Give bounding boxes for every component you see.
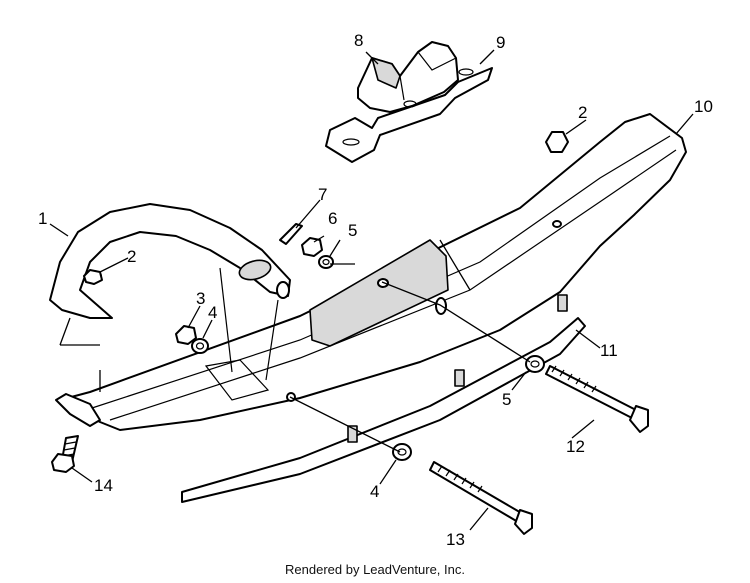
stud [454, 369, 465, 387]
plate-slot [458, 68, 474, 76]
cotter-pin [279, 223, 303, 245]
ski-outline [59, 113, 687, 431]
callout-14: 14 [94, 476, 113, 495]
nut [545, 131, 569, 153]
mounting-plate [325, 67, 493, 163]
mounting-hole [552, 220, 562, 228]
washer [392, 443, 412, 461]
stud [347, 425, 358, 443]
callout-7: 7 [318, 185, 327, 204]
ski-handle [49, 203, 291, 381]
washer [525, 355, 545, 373]
callout-10: 10 [694, 97, 713, 116]
callout-2: 2 [578, 103, 587, 122]
callout-1: 1 [38, 209, 47, 228]
ski-body [55, 113, 687, 503]
stud-bolt [51, 435, 79, 473]
washer [191, 338, 209, 354]
callout-4: 4 [208, 303, 217, 322]
footer-credit: Rendered by LeadVenture, Inc. [285, 562, 465, 577]
ski-center-channel [309, 239, 449, 347]
callout-5: 5 [502, 390, 511, 409]
wear-bar [181, 317, 586, 503]
nut [175, 325, 197, 345]
bolt-lower [429, 461, 533, 535]
plate-slot [342, 138, 360, 146]
leader-lines [49, 49, 694, 531]
callout-3: 3 [196, 289, 205, 308]
ski-tip [55, 393, 101, 427]
callout-9: 9 [496, 33, 505, 52]
callout-5: 5 [348, 221, 357, 240]
callout-8: 8 [354, 31, 363, 50]
castle-nut [301, 237, 323, 257]
stud [557, 294, 568, 312]
callout-11: 11 [600, 341, 618, 360]
callout-6: 6 [328, 209, 337, 228]
callout-13: 13 [446, 530, 465, 549]
washer [318, 255, 334, 269]
callout-12: 12 [566, 437, 585, 456]
callout-4: 4 [370, 482, 379, 501]
bolt-long [545, 365, 649, 433]
nut [83, 269, 103, 285]
callout-2: 2 [127, 247, 136, 266]
handle-end [276, 281, 290, 299]
ski-saddle-assembly [325, 41, 493, 163]
